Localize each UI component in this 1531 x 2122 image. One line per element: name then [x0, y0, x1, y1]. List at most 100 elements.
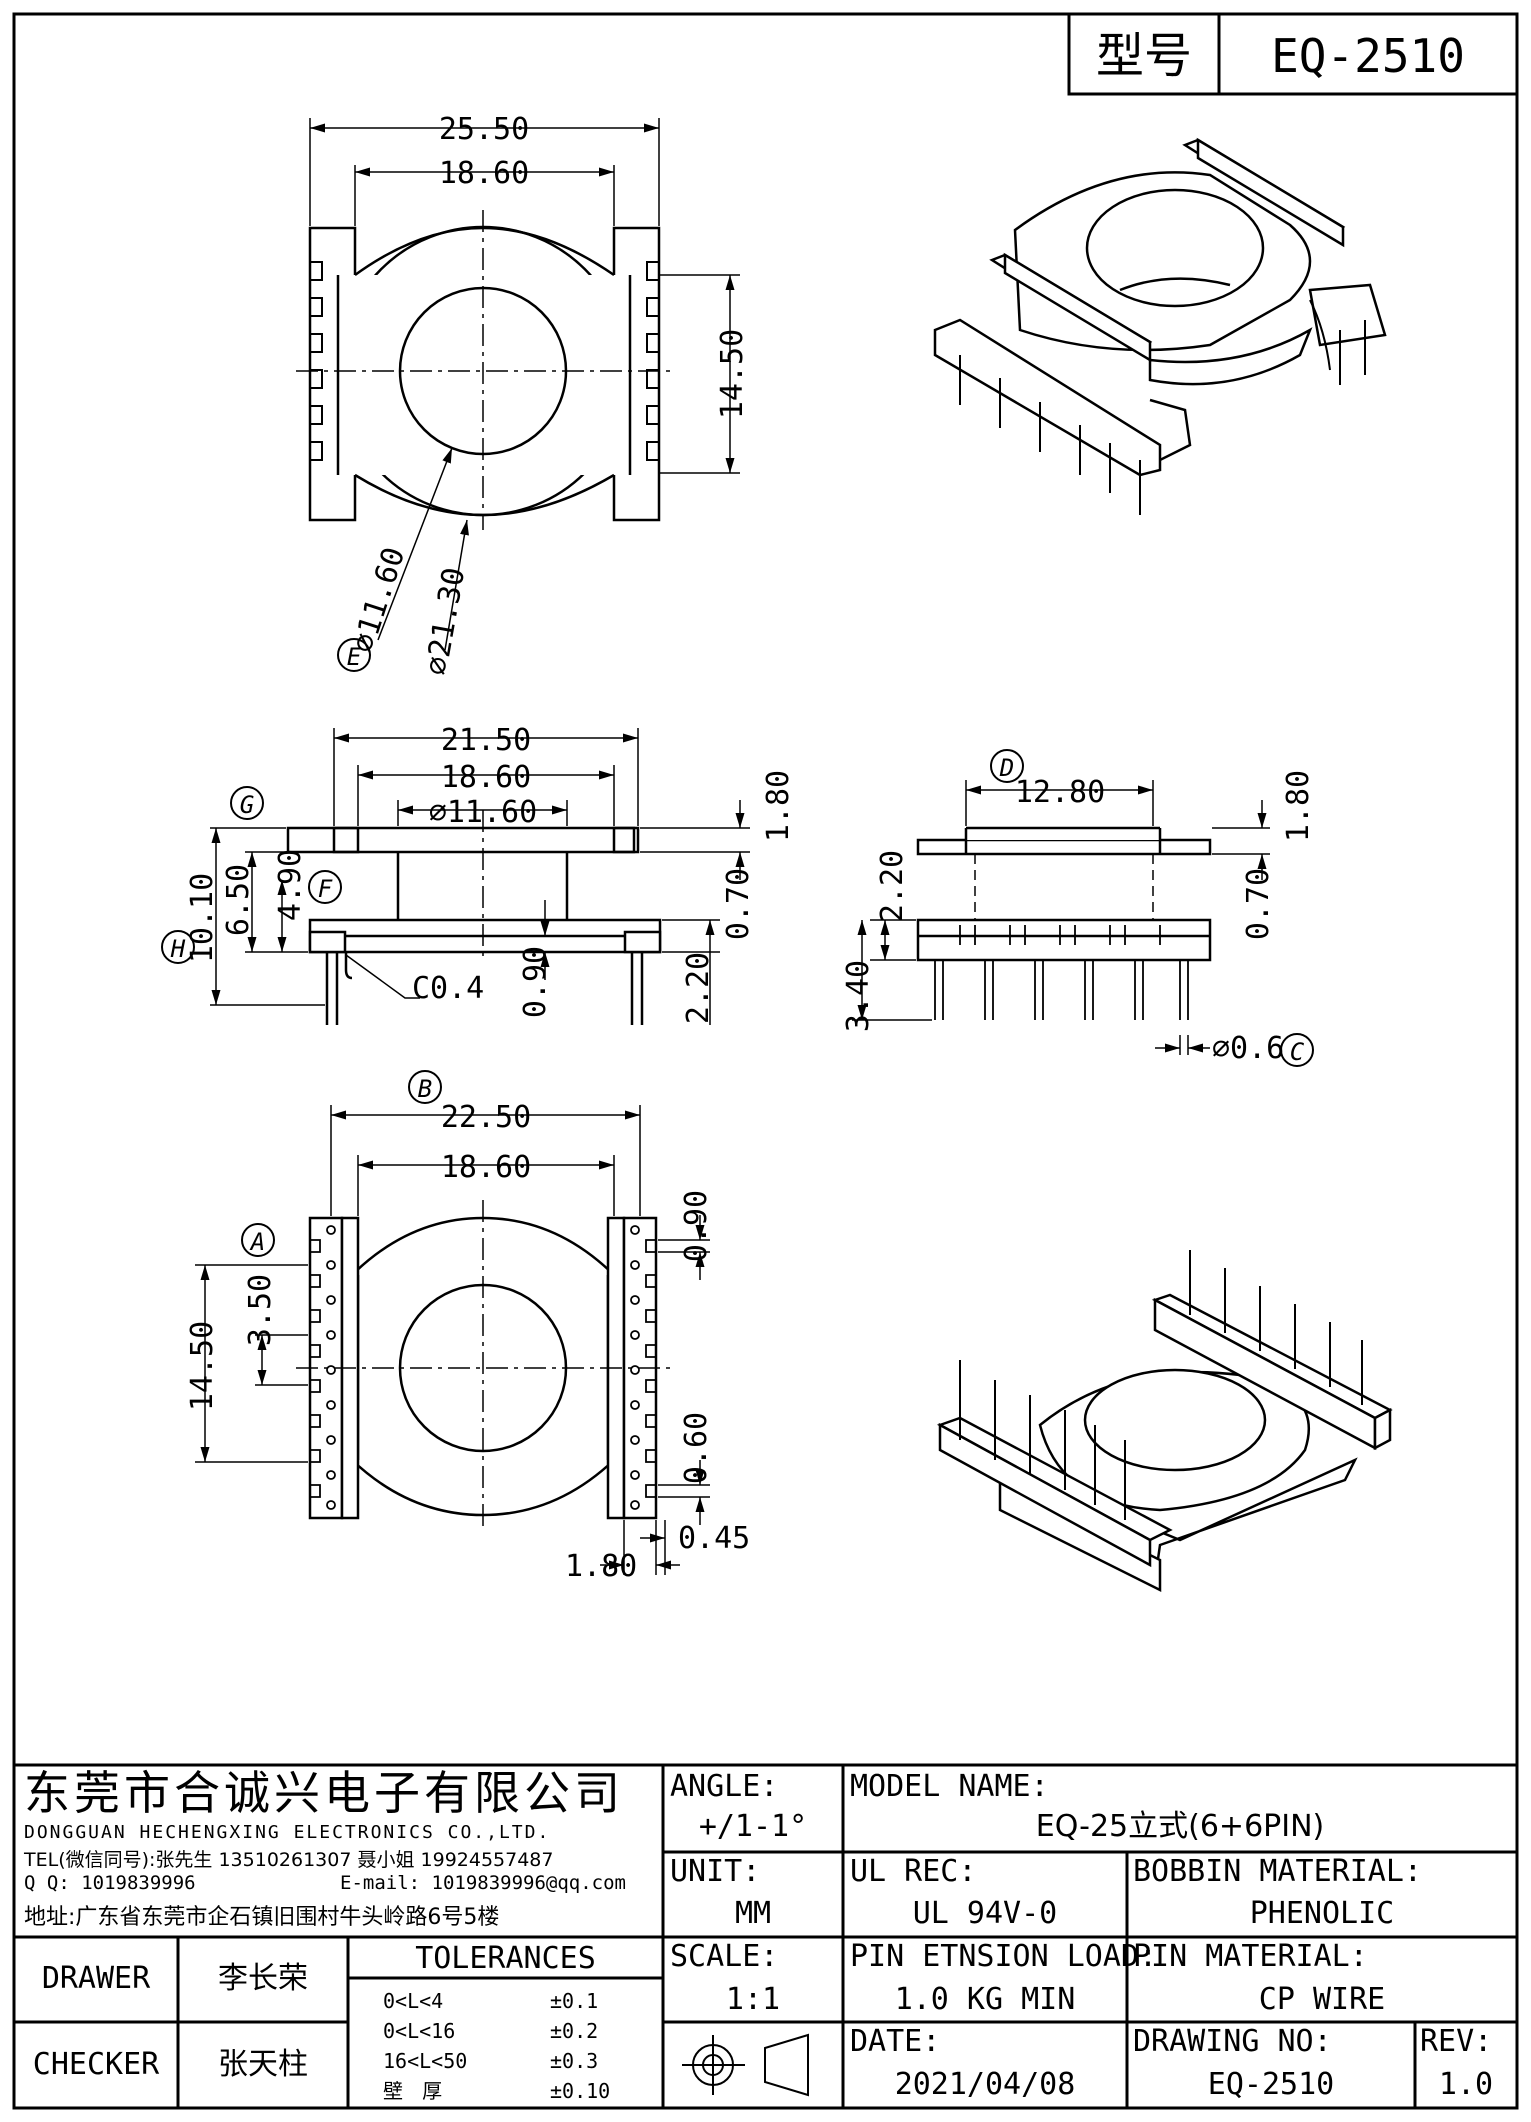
header-box: 型号 EQ-2510 — [1067, 12, 1519, 96]
iso-view-top — [933, 137, 1387, 515]
marker-a: A — [241, 1223, 275, 1257]
company-email: E-mail: 1019839996@qq.com — [340, 1872, 626, 1894]
date-value: 2021/04/08 — [894, 2067, 1076, 2102]
drawer-label: DRAWER — [41, 1961, 151, 1996]
dim-top-outer-dia: ⌀21.30 — [419, 565, 472, 678]
drawer-value: 李长荣 — [218, 1961, 308, 1996]
dim-bot-180: 1.80 — [565, 1549, 637, 1584]
tolerance-value-2: ±0.3 — [550, 2049, 599, 2073]
svg-text:D: D — [999, 754, 1014, 782]
marker-d: D — [990, 749, 1024, 783]
pin-tension-value: 1.0 KG MIN — [894, 1982, 1076, 2017]
bobbin-material-label: BOBBIN MATERIAL: — [1133, 1854, 1422, 1889]
dim-right-220: 2.20 — [875, 850, 910, 922]
scale-label: SCALE: — [670, 1939, 779, 1974]
pin-tension-label: PIN ETNSION LOAD: — [850, 1939, 1158, 1974]
company-name-cn: 东莞市合诚兴电子有限公司 — [24, 1766, 624, 1820]
tolerances-label: TOLERANCES — [415, 1941, 596, 1976]
marker-e: E — [337, 638, 371, 672]
marker-f: F — [308, 870, 342, 904]
dim-side-width-outer: 21.50 — [441, 723, 531, 758]
angle-value: +/1-1° — [698, 1809, 808, 1844]
dim-side-chamfer: C0.4 — [412, 971, 484, 1006]
right-view — [852, 780, 1270, 1055]
dim-top-height: 14.50 — [715, 329, 750, 419]
dim-top-width-outer: 25.50 — [439, 112, 529, 147]
dim-side-width-inner: 18.60 — [441, 760, 531, 795]
marker-g: G — [230, 786, 264, 820]
company-tel: TEL(微信同号):张先生 13510261307 聂小姐 1992455748… — [24, 1849, 554, 1871]
top-view — [296, 118, 740, 651]
dim-side-220: 2.20 — [681, 952, 716, 1024]
drawing-frame — [12, 12, 1519, 2110]
iso-view-bottom — [936, 1250, 1393, 1593]
svg-text:H: H — [170, 935, 186, 963]
svg-text:G: G — [240, 791, 254, 819]
dim-side-dia: ⌀11.60 — [429, 795, 537, 830]
rev-value: 1.0 — [1438, 2067, 1494, 2102]
pin-material-value: CP WIRE — [1258, 1982, 1386, 2017]
dim-side-flange-070: 0.70 — [721, 868, 756, 940]
company-qq: Q Q: 1019839996 — [24, 1872, 196, 1894]
dim-bot-090: 0.90 — [679, 1190, 714, 1262]
header-model-value: EQ-2510 — [1271, 29, 1465, 83]
dim-right-180: 1.80 — [1281, 770, 1316, 842]
drawing-no-value: EQ-2510 — [1207, 2067, 1335, 2102]
dim-bot-width-outer: 22.50 — [441, 1100, 531, 1135]
dim-side-h-total: 10.10 — [185, 873, 220, 963]
marker-h: H — [161, 930, 195, 964]
rev-label: REV: — [1420, 2024, 1493, 2059]
angle-label: ANGLE: — [670, 1769, 779, 1804]
side-view — [210, 728, 750, 1025]
svg-text:F: F — [318, 875, 333, 903]
scale-value: 1:1 — [725, 1982, 781, 2017]
dim-right-pin: ⌀0.6 — [1212, 1031, 1284, 1066]
bobbin-material-value: PHENOLIC — [1249, 1896, 1395, 1931]
dim-top-width-inner: 18.60 — [439, 156, 529, 191]
dim-right-070: 0.70 — [1241, 868, 1276, 940]
svg-text:B: B — [418, 1075, 432, 1103]
model-name-value: EQ-25立式(6+6PIN) — [1035, 1809, 1325, 1844]
date-label: DATE: — [850, 2024, 941, 2059]
tolerance-range-3: 壁 厚 — [383, 2079, 443, 2103]
pin-material-label: PIN MATERIAL: — [1133, 1939, 1368, 1974]
dim-bot-width-inner: 18.60 — [441, 1150, 531, 1185]
marker-c: C — [1280, 1033, 1314, 1067]
tolerance-value-3: ±0.10 — [550, 2079, 611, 2103]
dim-right-width: 12.80 — [1015, 775, 1105, 810]
dim-side-flange-top: 1.80 — [761, 770, 796, 842]
right-view-dims: 12.80 1.80 0.70 2.20 3.40 ⌀0.6 — [841, 770, 1316, 1066]
dim-bot-060: 0.60 — [679, 1412, 714, 1484]
dim-side-h-650: 6.50 — [221, 864, 256, 936]
header-model-label: 型号 — [1096, 28, 1192, 84]
marker-b: B — [408, 1070, 442, 1104]
company-name-en: DONGGUAN HECHENGXING ELECTRONICS CO.,LTD… — [24, 1822, 551, 1843]
side-view-dims: 21.50 18.60 ⌀11.60 10.10 6.50 4.90 1.80 … — [185, 723, 796, 1024]
svg-text:E: E — [347, 643, 362, 671]
company-address: 地址:广东省东莞市企石镇旧围村牛头岭路6号5楼 — [24, 1905, 500, 1930]
dim-bot-pitch: 3.50 — [243, 1274, 278, 1346]
tolerance-value-0: ±0.1 — [550, 1989, 599, 2013]
checker-label: CHECKER — [32, 2047, 160, 2082]
model-name-label: MODEL NAME: — [850, 1769, 1049, 1804]
dim-side-h-490: 4.90 — [273, 849, 308, 921]
bottom-view-dims: 22.50 18.60 14.50 3.50 0.90 0.60 0.45 1.… — [185, 1100, 750, 1584]
tolerance-range-1: 0<L<16 — [383, 2019, 456, 2043]
svg-text:A: A — [249, 1228, 265, 1256]
checker-value: 张天柱 — [218, 2047, 308, 2082]
dim-side-090: 0.90 — [518, 946, 553, 1018]
dim-right-340: 3.40 — [841, 960, 876, 1032]
projection-symbol — [682, 2033, 809, 2097]
ul-value: UL 94V-0 — [912, 1896, 1058, 1931]
ul-label: UL REC: — [850, 1854, 977, 1889]
dim-bot-045: 0.45 — [678, 1521, 750, 1556]
tolerance-range-0: 0<L<4 — [383, 1989, 444, 2013]
svg-text:C: C — [1290, 1038, 1305, 1066]
drawing-no-label: DRAWING NO: — [1133, 2024, 1332, 2059]
tolerance-value-1: ±0.2 — [550, 2019, 599, 2043]
tolerance-range-2: 16<L<50 — [383, 2049, 468, 2073]
bottom-view — [195, 1105, 710, 1575]
dim-bot-height: 14.50 — [185, 1321, 220, 1411]
unit-value: MM — [734, 1896, 772, 1931]
